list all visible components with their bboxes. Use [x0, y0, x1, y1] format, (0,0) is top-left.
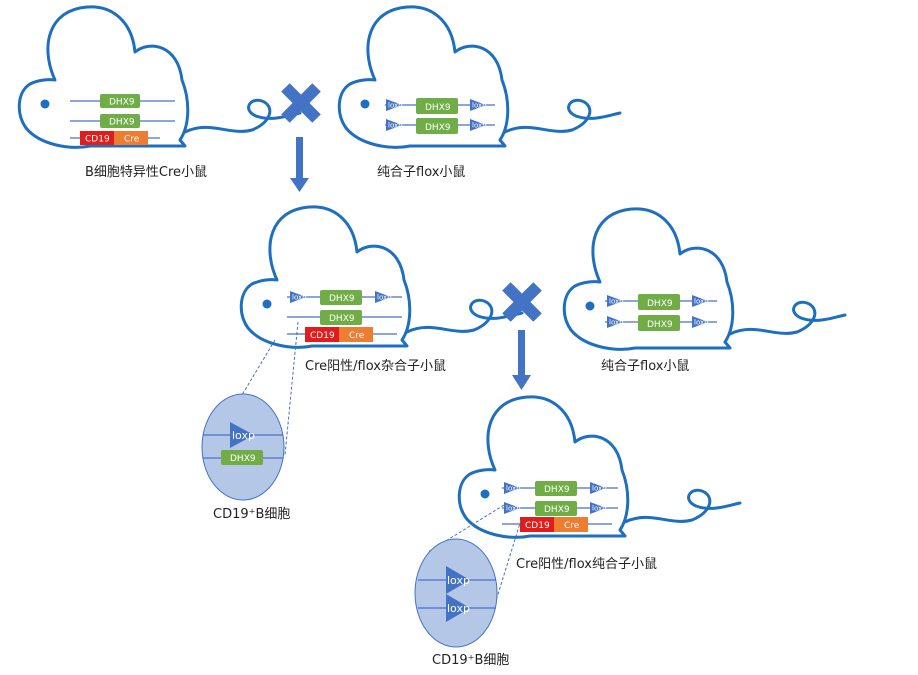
svg-text:CD19: CD19 — [310, 331, 335, 341]
svg-text:DHX9: DHX9 — [425, 123, 451, 133]
svg-text:DHX9: DHX9 — [544, 505, 570, 515]
svg-text:DHX9: DHX9 — [647, 320, 673, 330]
label-cre-flox-heterozygous: Cre阳性/flox杂合子小鼠 — [305, 359, 446, 374]
svg-text:DHX9: DHX9 — [109, 98, 135, 108]
label-flox-homozygous-1: 纯合子flox小鼠 — [377, 165, 465, 180]
label-flox-homozygous-2: 纯合子flox小鼠 — [601, 359, 689, 374]
cross-symbol — [281, 83, 321, 123]
svg-text:DHX9: DHX9 — [329, 294, 355, 304]
svg-text:Cre: Cre — [564, 521, 580, 531]
svg-text:CD19: CD19 — [525, 521, 550, 531]
mouse-cre-flox-homozygous: DHX9 DHX9 CD19 Cre — [457, 395, 742, 539]
mouse-cre-flox-heterozygous: DHX9 DHX9 CD19 Cre — [239, 205, 524, 349]
svg-text:loxp: loxp — [447, 574, 470, 587]
svg-text:DHX9: DHX9 — [544, 485, 570, 495]
cd19-promoter: CD19 — [80, 131, 114, 145]
svg-text:DHX9: DHX9 — [425, 103, 451, 113]
svg-text:Cre: Cre — [124, 135, 140, 145]
label-b-cell-cre-mouse: B细胞特异性Cre小鼠 — [85, 165, 207, 180]
svg-text:loxp: loxp — [447, 602, 470, 615]
mouse-b-cell-cre: DHX9 DHX9 CD19 Cre — [17, 5, 302, 149]
svg-text:loxp: loxp — [232, 429, 255, 442]
svg-text:Cre: Cre — [349, 331, 365, 341]
label-cd19-b-cell-1: CD19⁺B细胞 — [213, 507, 290, 522]
mouse-flox-homozygous: DHX9 DHX9 — [337, 5, 622, 149]
down-arrow-icon — [512, 330, 531, 390]
svg-text:CD19: CD19 — [85, 135, 110, 145]
label-cre-flox-homozygous: Cre阳性/flox纯合子小鼠 — [516, 557, 657, 572]
cd19-b-cell-2: loxp loxp — [414, 538, 498, 648]
dhx9-gene: DHX9 — [100, 114, 140, 128]
down-arrow-icon — [290, 137, 309, 192]
svg-text:DHX9: DHX9 — [109, 118, 135, 128]
dhx9-gene: DHX9 — [100, 94, 140, 108]
cross-symbol — [502, 282, 542, 322]
svg-text:DHX9: DHX9 — [647, 299, 673, 309]
svg-text:DHX9: DHX9 — [329, 314, 355, 324]
label-cd19-b-cell-2: CD19⁺B细胞 — [432, 653, 509, 668]
cd19-b-cell-1: loxp DHX9 — [201, 393, 285, 501]
cre-gene: Cre — [114, 131, 148, 145]
mouse-flox-homozygous-2: DHX9 DHX9 — [562, 207, 847, 351]
svg-text:DHX9: DHX9 — [230, 454, 256, 464]
